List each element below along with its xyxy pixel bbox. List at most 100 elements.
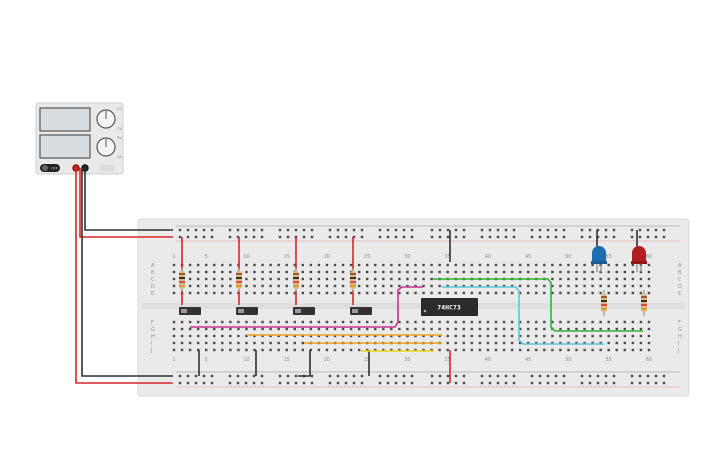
rail-hole bbox=[210, 235, 214, 239]
hole bbox=[390, 320, 393, 324]
hole bbox=[535, 320, 538, 324]
hole bbox=[615, 277, 618, 281]
hole bbox=[583, 277, 586, 281]
hole bbox=[301, 334, 304, 338]
hole bbox=[599, 334, 602, 338]
switch-slider[interactable] bbox=[295, 309, 301, 313]
hole bbox=[398, 348, 401, 352]
hole bbox=[502, 270, 506, 274]
hole bbox=[470, 320, 474, 324]
led-resistors[interactable] bbox=[601, 290, 647, 316]
wire-cyan[interactable] bbox=[442, 286, 604, 345]
resistor-4[interactable] bbox=[350, 268, 356, 292]
rail-hole bbox=[194, 228, 198, 232]
hole bbox=[486, 263, 490, 267]
wire-black-top[interactable] bbox=[84, 168, 173, 231]
wire-green[interactable] bbox=[433, 278, 643, 332]
switch-slider[interactable] bbox=[238, 309, 244, 313]
hole bbox=[366, 348, 369, 352]
jumper-wires-red[interactable] bbox=[181, 237, 451, 383]
hole bbox=[478, 334, 482, 338]
hole bbox=[607, 270, 610, 274]
hole bbox=[172, 270, 176, 274]
hole bbox=[325, 334, 329, 338]
column-number: 40 bbox=[485, 254, 491, 260]
rail-hole bbox=[638, 381, 642, 385]
hole bbox=[245, 327, 248, 331]
hole bbox=[583, 341, 586, 345]
resistor-3[interactable] bbox=[293, 268, 299, 292]
hole bbox=[607, 320, 610, 324]
hole bbox=[213, 284, 216, 288]
signal-wires[interactable] bbox=[190, 278, 643, 352]
wire-red-top[interactable] bbox=[79, 168, 173, 238]
hole bbox=[446, 320, 449, 324]
rail-hole bbox=[194, 235, 198, 239]
hole bbox=[374, 263, 377, 267]
rail-hole bbox=[294, 381, 298, 385]
red-led[interactable] bbox=[631, 246, 647, 272]
hole bbox=[631, 341, 635, 345]
power-supply[interactable]: CC CV 5V 1A OFF bbox=[35, 102, 124, 175]
resistors[interactable] bbox=[179, 268, 356, 292]
hole bbox=[567, 341, 570, 345]
hole bbox=[390, 270, 393, 274]
switch-slider[interactable] bbox=[352, 309, 358, 313]
slide-switch-3[interactable] bbox=[293, 307, 315, 315]
wire-red-bottom[interactable] bbox=[75, 168, 173, 384]
hole bbox=[245, 270, 248, 274]
rail-hole bbox=[454, 228, 458, 232]
slide-switch-1[interactable] bbox=[179, 307, 201, 315]
hole bbox=[454, 334, 457, 338]
wire-magenta[interactable] bbox=[190, 286, 423, 328]
hole bbox=[518, 327, 522, 331]
hole bbox=[341, 284, 345, 288]
wire-black-bottom[interactable] bbox=[81, 168, 173, 377]
rail-hole bbox=[402, 228, 406, 232]
ic-chip[interactable]: 74HC73 bbox=[421, 298, 478, 316]
hole bbox=[438, 263, 441, 267]
slide-switch-2[interactable] bbox=[236, 307, 258, 315]
hole bbox=[631, 277, 635, 281]
hole bbox=[527, 284, 530, 288]
hole bbox=[301, 270, 304, 274]
hole bbox=[623, 341, 626, 345]
jumper-wires-black[interactable] bbox=[198, 230, 638, 377]
rail-hole bbox=[344, 374, 348, 378]
hole bbox=[591, 327, 594, 331]
switch-slider[interactable] bbox=[181, 309, 187, 313]
hole bbox=[462, 320, 465, 324]
rail-hole bbox=[310, 235, 314, 239]
slide-switches[interactable] bbox=[179, 307, 372, 315]
column-number: 50 bbox=[565, 254, 571, 260]
slide-switch-4[interactable] bbox=[350, 307, 372, 315]
hole bbox=[285, 291, 288, 295]
hole bbox=[261, 348, 264, 352]
rail-hole bbox=[194, 381, 198, 385]
power-wires[interactable] bbox=[75, 168, 173, 384]
row-letter: I bbox=[151, 341, 152, 347]
led-resistor-blue[interactable] bbox=[601, 290, 607, 316]
rail-hole bbox=[294, 228, 298, 232]
hole bbox=[502, 341, 506, 345]
hole bbox=[567, 277, 570, 281]
hole bbox=[478, 284, 482, 288]
column-number: 1 bbox=[172, 357, 175, 363]
resistor-2[interactable] bbox=[236, 268, 242, 292]
hole bbox=[205, 334, 208, 338]
hole bbox=[301, 263, 304, 267]
blue-led[interactable] bbox=[591, 246, 607, 272]
hole bbox=[527, 291, 530, 295]
rail-hole bbox=[260, 235, 264, 239]
led-resistor-red[interactable] bbox=[641, 290, 647, 316]
hole bbox=[245, 334, 248, 338]
hole bbox=[253, 334, 256, 338]
hole bbox=[237, 348, 240, 352]
resistor-1[interactable] bbox=[179, 268, 185, 292]
rail-hole bbox=[480, 374, 484, 378]
hole bbox=[567, 284, 570, 288]
hole bbox=[623, 284, 626, 288]
rail-hole bbox=[378, 228, 382, 232]
